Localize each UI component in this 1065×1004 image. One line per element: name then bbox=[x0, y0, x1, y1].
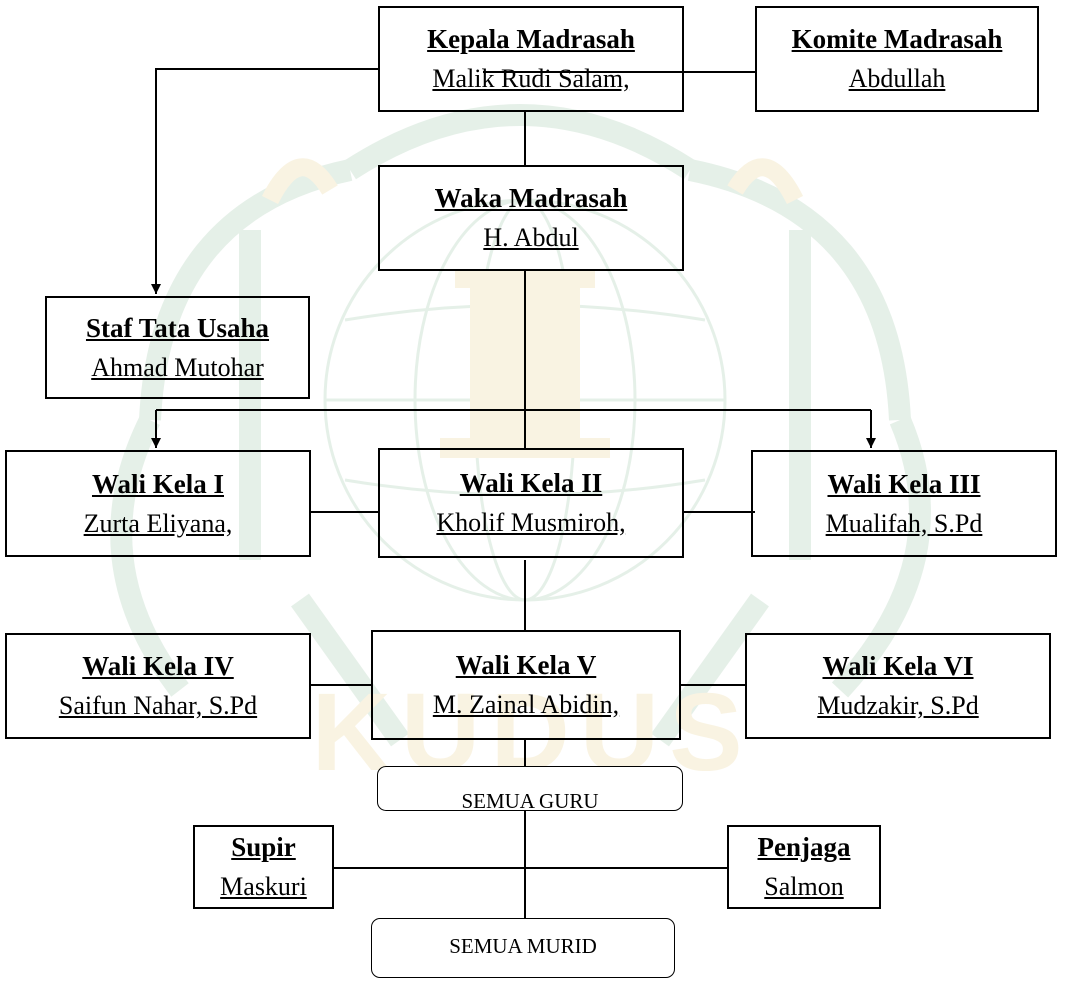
node-name: Mualifah, S.Pd bbox=[825, 508, 983, 538]
node-wali-kela-1: Wali Kela I Zurta Eliyana, bbox=[5, 450, 311, 557]
arrow-kepala-staf bbox=[151, 68, 380, 294]
node-staf-tata-usaha: Staf Tata Usaha Ahmad Mutohar bbox=[45, 296, 310, 399]
node-title: Wali Kela VI bbox=[822, 651, 974, 681]
pill-label: SEMUA MURID bbox=[449, 934, 597, 958]
pill-label: SEMUA GURU bbox=[461, 789, 599, 811]
watermark-star-icon bbox=[110, 104, 931, 747]
node-name: Maskuri bbox=[220, 872, 307, 901]
node-name: Zurta Eliyana, bbox=[83, 508, 233, 538]
node-kepala-madrasah: Kepala Madrasah Malik Rudi Salam, bbox=[378, 6, 684, 112]
node-title: Wali Kela II bbox=[459, 468, 603, 498]
node-title: Kepala Madrasah bbox=[427, 24, 635, 54]
node-name: Salmon bbox=[764, 872, 844, 901]
node-name: Malik Rudi Salam, bbox=[432, 64, 630, 93]
node-wali-kela-6: Wali Kela VI Mudzakir, S.Pd bbox=[745, 633, 1051, 739]
node-title: Staf Tata Usaha bbox=[85, 312, 270, 343]
node-name: H. Abdul bbox=[483, 223, 579, 252]
node-komite-madrasah: Komite Madrasah Abdullah bbox=[755, 6, 1039, 112]
watermark-gold-band-icon bbox=[261, 158, 804, 205]
node-name: Saifun Nahar, S.Pd bbox=[58, 691, 258, 720]
node-title: Wali Kela V bbox=[455, 650, 597, 680]
node-penjaga: Penjaga Salmon bbox=[727, 825, 881, 909]
node-waka-madrasah: Waka Madrasah H. Abdul bbox=[378, 165, 684, 271]
node-wali-kela-4: Wali Kela IV Saifun Nahar, S.Pd bbox=[5, 633, 311, 739]
node-wali-kela-5: Wali Kela V M. Zainal Abidin, bbox=[371, 630, 681, 740]
node-supir: Supir Maskuri bbox=[193, 825, 334, 909]
pill-semua-murid: SEMUA MURID bbox=[371, 918, 675, 978]
node-title: Wali Kela IV bbox=[82, 651, 234, 681]
node-name: Mudzakir, S.Pd bbox=[817, 691, 979, 720]
node-name: M. Zainal Abidin, bbox=[432, 690, 620, 719]
node-name: Ahmad Mutohar bbox=[91, 352, 264, 382]
node-name: Abdullah bbox=[848, 64, 946, 93]
pill-semua-guru: SEMUA GURU bbox=[377, 766, 683, 811]
node-title: Wali Kela I bbox=[91, 468, 224, 499]
node-wali-kela-3: Wali Kela III Mualifah, S.Pd bbox=[751, 450, 1057, 557]
node-name: Kholif Musmiroh, bbox=[436, 508, 626, 537]
node-title: Supir bbox=[231, 832, 296, 862]
node-title: Waka Madrasah bbox=[434, 183, 628, 213]
node-wali-kela-2: Wali Kela II Kholif Musmiroh, bbox=[378, 448, 684, 558]
node-title: Penjaga bbox=[757, 832, 851, 862]
node-title: Komite Madrasah bbox=[791, 24, 1003, 54]
node-title: Wali Kela III bbox=[827, 468, 981, 499]
